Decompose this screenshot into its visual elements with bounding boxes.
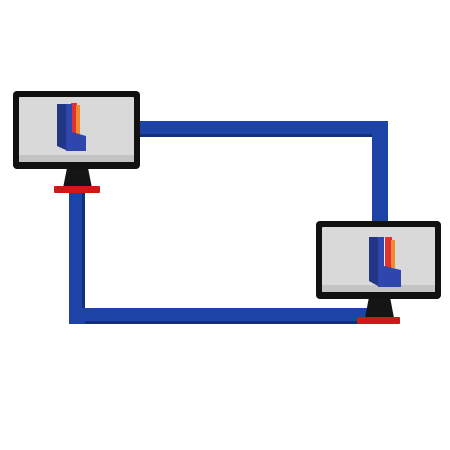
folder-holder-icon (369, 237, 401, 287)
monitor-stand (365, 297, 394, 318)
folder-holder-side (57, 104, 66, 150)
network-cable-icon (69, 121, 388, 324)
monitor-stand-base (357, 317, 400, 324)
folder-holder-icon (57, 103, 86, 151)
monitor-icon (13, 91, 140, 193)
paper-sheet (76, 105, 80, 136)
cable-top-segment (130, 121, 388, 137)
monitor-screen-shade (322, 285, 435, 292)
paper-sheet (71, 103, 77, 136)
paper-sheet (385, 237, 392, 268)
cable-bottom-shade (85, 321, 369, 324)
paper-sheet (391, 240, 395, 268)
cable-left-shade (82, 192, 85, 308)
monitor-stand (63, 168, 92, 188)
folder-holder-front (66, 104, 86, 151)
cable-left-segment (69, 192, 85, 324)
monitor-screen-shade (19, 155, 134, 162)
cable-top-shade (130, 134, 372, 137)
monitor-stand-base (54, 186, 100, 193)
folder-holder-front (378, 237, 401, 287)
cable-bottom-segment (69, 308, 369, 324)
folder-holder-side (369, 237, 378, 286)
cable-right-segment (372, 121, 388, 225)
monitor-icon (316, 221, 441, 324)
